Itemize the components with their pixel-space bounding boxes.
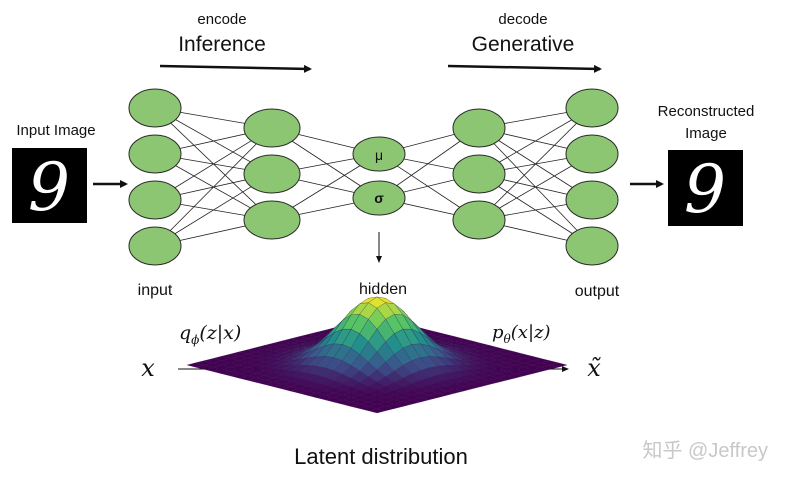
reconstructed-label-line2: Image — [685, 125, 727, 142]
input-node-0 — [128, 88, 182, 128]
input-image: 9 — [12, 148, 87, 226]
generative-title: Generative — [472, 33, 575, 56]
decoder-distribution: pθ(x|z) — [492, 322, 551, 346]
connection-3-2-0 — [478, 107, 593, 221]
latent-distribution-label: Latent distribution — [294, 444, 468, 469]
output-node-3 — [565, 226, 619, 266]
input-layer-label: input — [138, 282, 173, 299]
input-image-bg — [12, 148, 87, 223]
decode-caption: decode — [498, 11, 547, 28]
generative-arrow — [447, 64, 602, 73]
reconstructed-image: 9 — [668, 150, 743, 228]
input-node-3 — [128, 226, 182, 266]
decoder-hidden-node-0 — [452, 108, 506, 148]
output-node-0 — [565, 88, 619, 128]
watermark: 知乎 @Jeffrey — [642, 439, 768, 462]
output-node-1 — [565, 134, 619, 174]
x-variable: x — [141, 354, 155, 382]
network-nodes — [128, 88, 619, 266]
latent-node-0 — [352, 136, 406, 172]
latent-node-1 — [352, 180, 406, 216]
sigma-symbol: σ — [374, 190, 384, 206]
surface-cell — [368, 408, 386, 414]
mu-symbol: μ — [375, 147, 383, 163]
network-connections — [154, 107, 593, 247]
encoder-distribution: qϕ(z|x) — [179, 322, 241, 347]
encoder-hidden-node-2 — [243, 200, 301, 240]
latent-gaussian-surface — [186, 296, 568, 414]
inference-title: Inference — [178, 33, 266, 56]
inference-arrow — [159, 64, 312, 73]
encoder-hidden-node-1 — [243, 154, 301, 194]
input-node-2 — [128, 180, 182, 220]
input-node-1 — [128, 134, 182, 174]
decoder-hidden-node-1 — [452, 154, 506, 194]
output-node-2 — [565, 180, 619, 220]
reconstructed-image-bg — [668, 150, 743, 226]
decoder-hidden-node-2 — [452, 200, 506, 240]
input-digit: 9 — [28, 149, 70, 226]
reconstructed-digit: 9 — [684, 151, 726, 228]
connection-0-3-0 — [154, 127, 273, 247]
encode-caption: encode — [197, 11, 246, 28]
input-image-label: Input Image — [16, 122, 95, 139]
reconstructed-label-line1: Reconstructed — [658, 103, 755, 120]
encoder-hidden-node-0 — [243, 108, 301, 148]
hidden-layer-label: hidden — [359, 281, 407, 298]
output-layer-label: output — [575, 283, 620, 300]
x-tilde-variable: x̃ — [587, 354, 601, 382]
